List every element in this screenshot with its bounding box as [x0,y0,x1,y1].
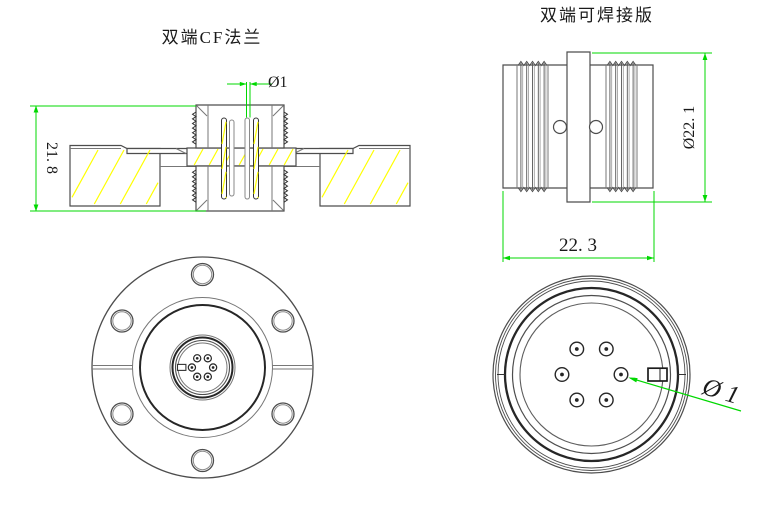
thread-upper-barrel [191,111,289,145]
leader-pin-label: Ø 1 [698,373,742,410]
contact-pin [192,372,202,381]
hatch-right-disc [321,149,409,205]
connector-barrel-upper [191,104,289,149]
thread-lower-barrel [191,169,289,203]
key-tab [647,367,668,382]
center-flange-plate [566,51,591,203]
flange-disc-left [69,144,197,207]
bolt-hole [110,309,134,333]
connector-collar [186,147,297,167]
contact-pin [598,341,614,357]
contact-pin [208,363,218,372]
cf-flange-side-view: 双端CF法兰 [30,28,411,212]
contact-pin [554,367,570,383]
bolt-hole [271,402,295,426]
flange-outer-edge [91,256,314,479]
bolt-hole [190,448,215,473]
connector-body [502,51,654,203]
contact-pin [192,354,202,363]
dim-height: 21. 8 [30,105,206,212]
key-notch [176,363,187,371]
contact-pin [203,372,212,381]
thread-bands [517,60,637,193]
contact-pin [187,363,197,372]
dim-diameter-label: Ø22. 1 [681,106,698,150]
vent-hole-right [588,119,604,135]
dim-diameter: Ø22. 1 [592,52,712,203]
contact-pin [613,367,629,383]
connector-face [169,334,236,401]
contact-pin [598,392,614,408]
vent-hole-left [552,119,568,135]
dim-height-label: 21. 8 [43,142,60,174]
hatch-pin [253,121,259,199]
contact-pin [203,354,212,363]
contact-pin [569,341,585,357]
weldable-side-view: 双端可焊接版 Ø22. 1 22. 3 [502,6,712,262]
bolt-hole [271,309,295,333]
weldable-front-view: Ø 1 [492,275,742,474]
weld-side-title: 双端可焊接版 [540,6,654,25]
feedthrough-pins [221,117,259,200]
contact-pin [569,392,585,408]
pin-field [554,341,629,408]
bolt-hole-circle [110,262,295,473]
connector-barrel-lower [191,165,289,212]
dim-pin-diameter: Ø1 [227,74,288,118]
leak-groove-lines [92,365,313,370]
flange-disc-right [283,144,411,207]
bolt-hole [110,402,134,426]
dim-length-label: 22. 3 [559,235,597,256]
cf-side-title: 双端CF法兰 [162,28,263,47]
bolt-hole [190,262,215,287]
hatch-pin [221,121,227,199]
pin-field [187,354,218,381]
dim-pin-label: Ø1 [268,74,288,91]
dim-length: 22. 3 [502,191,655,262]
cf-flange-front-view [91,256,314,479]
hatch-left-disc [71,149,159,205]
